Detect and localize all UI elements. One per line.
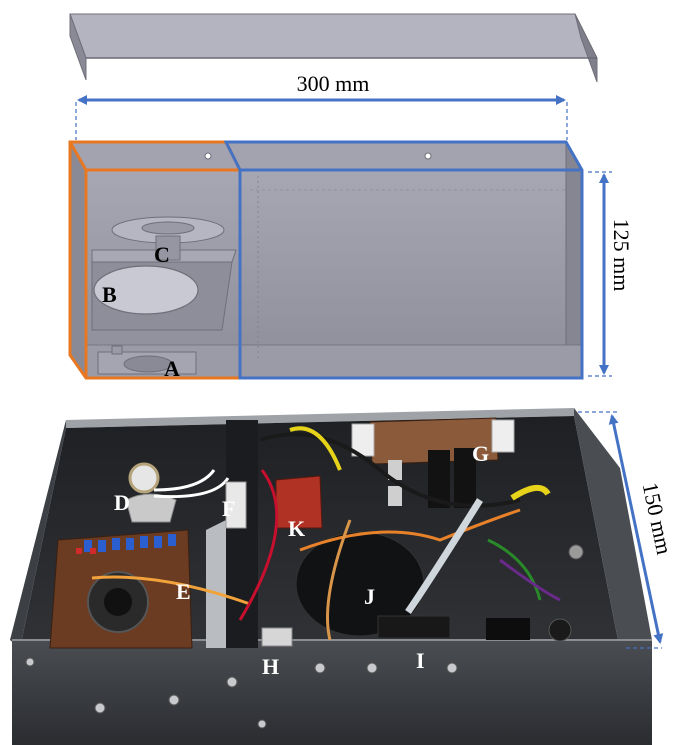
label-f: F: [222, 496, 235, 521]
model-box: [69, 140, 583, 380]
label-d: D: [114, 490, 130, 515]
label-e: E: [176, 579, 191, 604]
label-i: I: [416, 648, 425, 673]
label-b: B: [102, 282, 117, 307]
label-c: C: [154, 242, 170, 267]
width-dimension: 300 mm: [75, 71, 568, 140]
depth-dimension-label: 150 mm: [638, 480, 678, 556]
label-h: H: [262, 654, 279, 679]
lid-cover: [69, 13, 598, 83]
height-dimension-label: 125 mm: [609, 219, 634, 292]
label-j: J: [364, 584, 375, 609]
right-compartment-outline: [223, 140, 584, 380]
label-k: K: [288, 516, 305, 541]
enclosure-photo: [10, 408, 652, 745]
width-dimension-label: 300 mm: [297, 71, 370, 96]
height-dimension: 125 mm: [588, 171, 634, 377]
label-a: A: [164, 356, 180, 381]
label-g: G: [472, 441, 489, 466]
